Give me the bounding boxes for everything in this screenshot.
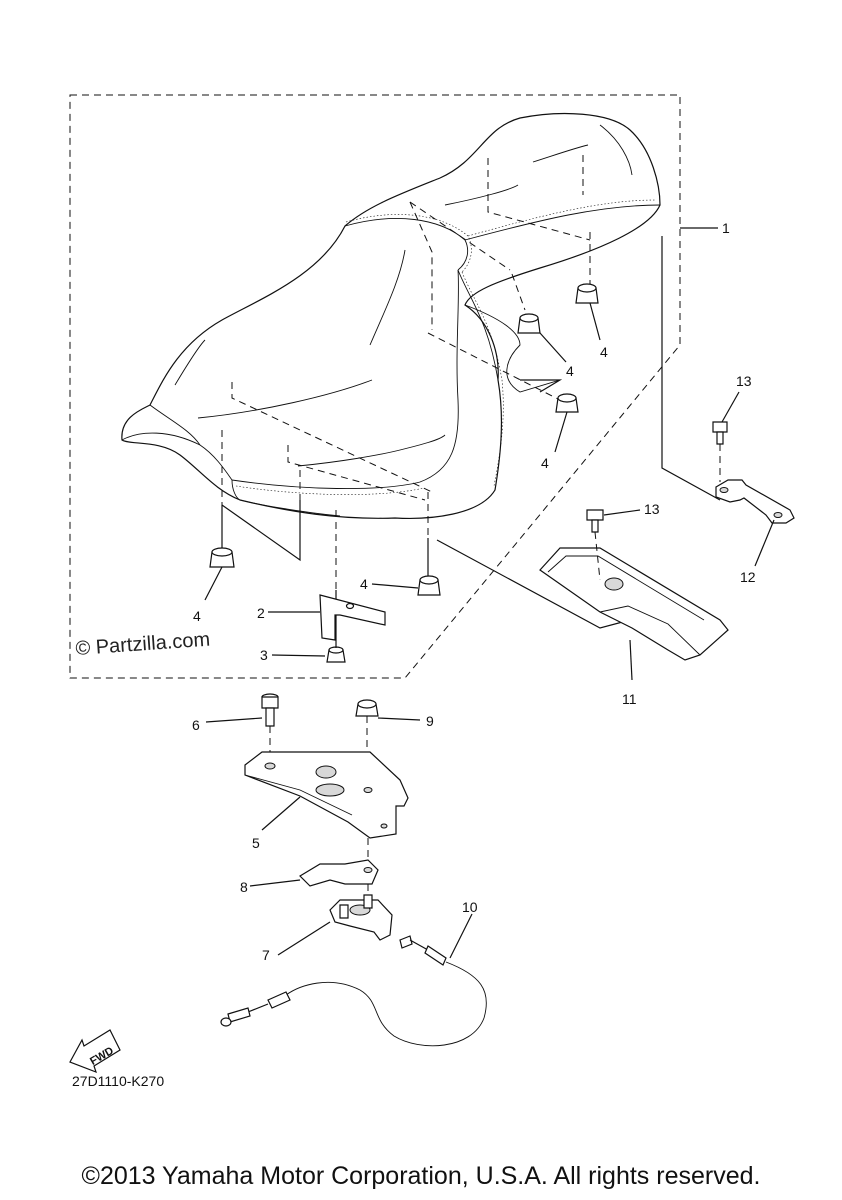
callout-13-upper: 13 [736, 373, 752, 389]
callout-7: 7 [262, 947, 270, 963]
bolt-13-upper [712, 421, 728, 482]
callout-4-rear: 4 [600, 344, 608, 360]
seat-lock-cable-10 [220, 935, 487, 1047]
callout-9: 9 [426, 713, 434, 729]
copyright-notice: ©2013 Yamaha Motor Corporation, U.S.A. A… [81, 1162, 761, 1190]
callout-4-front-left: 4 [193, 608, 201, 624]
callout-3: 3 [260, 647, 268, 663]
lock-plate-5 [244, 751, 409, 839]
fwd-arrow-icon: FWD [69, 1029, 121, 1074]
diagram-code: 27D1110-K270 [72, 1073, 164, 1089]
grommet-4-mid [517, 313, 541, 334]
callout-1: 1 [722, 220, 730, 236]
grommet-4-front-right [417, 575, 441, 596]
callout-leaders [204, 227, 775, 959]
seat-lock-7 [329, 884, 393, 941]
callout-4-mid: 4 [566, 363, 574, 379]
lock-lever-8 [299, 859, 379, 887]
mounting-hole-lines [221, 155, 591, 592]
grommet-4-front-left [209, 547, 235, 568]
seat-assembly [121, 112, 661, 519]
callout-6: 6 [192, 717, 200, 733]
callout-12: 12 [740, 569, 756, 585]
bolt-13-lower [586, 509, 604, 581]
callout-13-lower: 13 [644, 501, 660, 517]
grab-bracket-12 [715, 479, 795, 524]
bolt-6 [261, 693, 279, 765]
callout-8: 8 [240, 879, 248, 895]
grommet-4-side [555, 393, 579, 413]
callout-5: 5 [252, 835, 260, 851]
nut-3 [326, 646, 346, 663]
callout-11: 11 [622, 691, 637, 707]
grommet-4-rear [575, 283, 599, 304]
callout-10: 10 [462, 899, 478, 915]
callout-4-side: 4 [541, 455, 549, 471]
seat-cover-trim-11 [539, 547, 729, 661]
partzilla-watermark: © Partzilla.com [75, 629, 211, 660]
seat-bracket-2 [319, 594, 386, 641]
callout-4-front-right: 4 [360, 576, 368, 592]
assembly-boundary [69, 94, 681, 679]
callout-2: 2 [257, 605, 265, 621]
